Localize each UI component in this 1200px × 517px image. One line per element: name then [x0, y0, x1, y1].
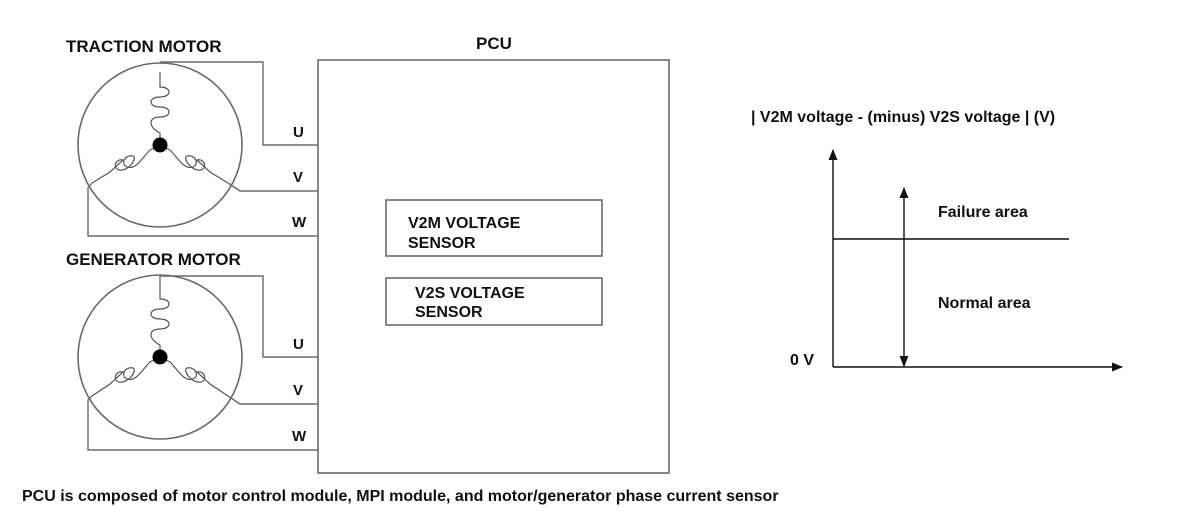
traction-motor-housing: [77, 62, 243, 228]
traction-wire-w: [87, 182, 318, 237]
generator-coil-w: [91, 356, 161, 397]
pcu-title: PCU: [476, 34, 512, 53]
v2m-voltage-sensor: V2M VOLTAGE SENSOR: [385, 199, 603, 257]
traction-wire-u: [160, 61, 318, 146]
traction-coil-w: [91, 144, 161, 184]
generator-wire-w: [87, 395, 318, 451]
graph-zero-label: 0 V: [790, 352, 814, 369]
generator-motor-housing: [77, 274, 243, 440]
traction-motor-title: TRACTION MOTOR: [66, 37, 222, 56]
generator-neutral-point: [152, 349, 168, 365]
voltage-graph: [828, 148, 1124, 372]
traction-phase-w-label: W: [292, 214, 307, 231]
generator-phase-u-label: U: [293, 336, 304, 353]
generator-motor: [77, 274, 243, 440]
traction-coil-v: [159, 144, 229, 184]
v2s-sensor-label-line1: V2S VOLTAGE: [415, 285, 525, 302]
traction-neutral-point: [152, 137, 168, 153]
footnote: PCU is composed of motor control module,…: [22, 488, 779, 505]
generator-wire-u: [160, 275, 318, 358]
traction-wire-v: [227, 182, 318, 192]
generator-wiring: [87, 275, 318, 451]
v2s-sensor-box: [385, 277, 603, 326]
generator-motor-title: GENERATOR MOTOR: [66, 250, 241, 269]
graph-normal-area-label: Normal area: [938, 295, 1031, 312]
v2m-sensor-label-line2: SENSOR: [408, 235, 476, 252]
traction-motor: [77, 62, 243, 228]
traction-wiring: [87, 61, 318, 237]
v2s-sensor-label-line2: SENSOR: [415, 304, 483, 321]
traction-phase-v-label: V: [293, 169, 303, 186]
generator-wire-v: [227, 395, 318, 405]
v2m-sensor-box: [385, 199, 603, 257]
traction-phase-u-label: U: [293, 124, 304, 141]
graph-failure-area-label: Failure area: [938, 204, 1028, 221]
traction-coil-u: [150, 72, 170, 145]
v2s-voltage-sensor: V2S VOLTAGE SENSOR: [385, 277, 603, 326]
generator-phase-w-label: W: [292, 428, 307, 445]
generator-coil-u: [150, 276, 170, 357]
v2m-sensor-label-line1: V2M VOLTAGE: [408, 215, 521, 232]
generator-coil-v: [159, 356, 229, 397]
generator-phase-v-label: V: [293, 382, 303, 399]
graph-y-axis-label: | V2M voltage - (minus) V2S voltage | (V…: [751, 109, 1055, 126]
pcu-box: [317, 59, 670, 474]
